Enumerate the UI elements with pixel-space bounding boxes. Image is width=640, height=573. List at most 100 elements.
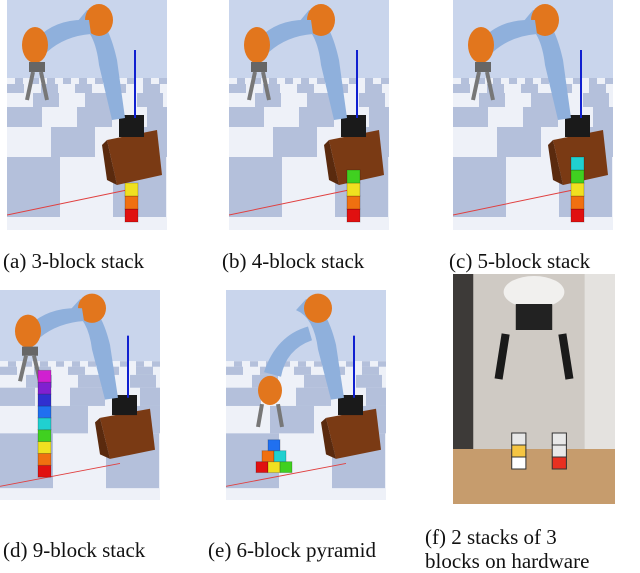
robot-wrist bbox=[258, 375, 282, 406]
robot-shoulder bbox=[304, 293, 332, 323]
block bbox=[37, 429, 52, 443]
hardware-block bbox=[511, 432, 527, 446]
floor-tile bbox=[346, 361, 354, 367]
floor-tile bbox=[136, 366, 153, 375]
floor-tile bbox=[95, 78, 103, 84]
floor-tile bbox=[453, 157, 506, 217]
floor-tile bbox=[127, 78, 135, 84]
floor-tile bbox=[77, 107, 112, 127]
robot-base-side bbox=[321, 417, 336, 459]
floor-tile bbox=[152, 361, 160, 367]
photo-svg bbox=[453, 274, 615, 504]
robot-shoulder bbox=[85, 4, 113, 36]
axis-line bbox=[226, 463, 347, 487]
floor-tile bbox=[356, 374, 382, 388]
block bbox=[37, 381, 52, 395]
robot-shoulder bbox=[307, 4, 335, 36]
robot-joint bbox=[338, 395, 363, 416]
floor-tile bbox=[509, 78, 517, 84]
axis-line bbox=[0, 463, 121, 487]
table-top bbox=[453, 449, 615, 504]
block bbox=[37, 452, 52, 466]
robot-hand bbox=[22, 346, 38, 356]
caption-f-line2: blocks on hardware bbox=[425, 549, 590, 573]
floor-tile bbox=[378, 361, 386, 367]
block bbox=[37, 441, 52, 454]
floor-tile bbox=[314, 361, 322, 367]
floor-tile bbox=[285, 78, 293, 84]
floor-tile bbox=[583, 93, 609, 107]
robot-joint bbox=[112, 395, 137, 416]
block bbox=[570, 169, 585, 184]
robot-wrist bbox=[15, 314, 41, 348]
panel-a-image bbox=[7, 0, 167, 230]
floor-tile bbox=[365, 84, 382, 93]
robot-base-side bbox=[102, 140, 117, 185]
floor-tile bbox=[461, 78, 469, 84]
block bbox=[37, 393, 52, 407]
robot-gripper bbox=[25, 71, 49, 101]
floor-tile bbox=[226, 387, 261, 406]
floor-tile bbox=[120, 361, 128, 367]
floor-tile bbox=[589, 78, 597, 84]
floor-tile bbox=[229, 84, 246, 93]
hardware-block bbox=[511, 444, 527, 458]
floor-tile bbox=[297, 84, 314, 93]
axis-line bbox=[453, 189, 574, 216]
floor-tile bbox=[296, 387, 331, 406]
floor-tile bbox=[362, 366, 379, 375]
panel-c-image bbox=[453, 0, 613, 230]
block bbox=[37, 369, 52, 383]
floor-tile bbox=[31, 78, 39, 84]
robot-upper-arm bbox=[77, 10, 125, 120]
floor-tile bbox=[294, 366, 311, 375]
floor-tile bbox=[381, 78, 389, 84]
robot-shoulder bbox=[531, 4, 559, 36]
floor-tile bbox=[7, 157, 60, 217]
caption-e: (e) 6-block pyramid bbox=[208, 538, 376, 562]
robot-wrist bbox=[22, 27, 48, 63]
floor-tile bbox=[130, 374, 156, 388]
block bbox=[37, 464, 52, 478]
caption-f-line1: (f) 2 stacks of 3 bbox=[425, 525, 557, 549]
floor-tile bbox=[159, 78, 167, 84]
robot-arm-end bbox=[503, 276, 565, 308]
robot-joint bbox=[341, 115, 366, 137]
robot-wrist bbox=[244, 27, 270, 63]
block bbox=[37, 417, 52, 431]
robot-base bbox=[329, 130, 384, 185]
floor-tile bbox=[78, 374, 104, 388]
floor-tile bbox=[589, 84, 606, 93]
floor-tile bbox=[253, 78, 261, 84]
scene-svg bbox=[453, 0, 613, 230]
block bbox=[273, 450, 287, 463]
floor-tile bbox=[593, 107, 613, 127]
floor-tile bbox=[573, 78, 581, 84]
floor-tile bbox=[298, 361, 306, 367]
robot-gripper bbox=[256, 403, 284, 428]
floor-tile bbox=[0, 387, 35, 406]
floor-tile bbox=[365, 78, 373, 84]
block bbox=[267, 439, 281, 452]
floor-tile bbox=[70, 387, 105, 406]
caption-a: (a) 3-block stack bbox=[3, 249, 145, 273]
floor-tile bbox=[273, 127, 317, 157]
gripper-fingers bbox=[494, 333, 574, 380]
floor-tile bbox=[541, 78, 549, 84]
panel-d-image bbox=[0, 290, 160, 500]
robot-forearm bbox=[37, 19, 91, 52]
robot-base bbox=[107, 130, 162, 185]
block bbox=[267, 461, 281, 474]
block bbox=[255, 461, 269, 474]
floor-tile bbox=[140, 387, 160, 406]
floor-tile bbox=[263, 84, 280, 93]
robot-base bbox=[326, 408, 381, 459]
block bbox=[346, 208, 361, 223]
floor-tile bbox=[68, 366, 85, 375]
floor-tile bbox=[44, 405, 88, 434]
floor-tile bbox=[15, 78, 23, 84]
floor-tile bbox=[366, 387, 386, 406]
floor-tile bbox=[270, 405, 314, 434]
robot-upper-arm bbox=[70, 299, 118, 400]
robot-forearm bbox=[483, 19, 537, 52]
